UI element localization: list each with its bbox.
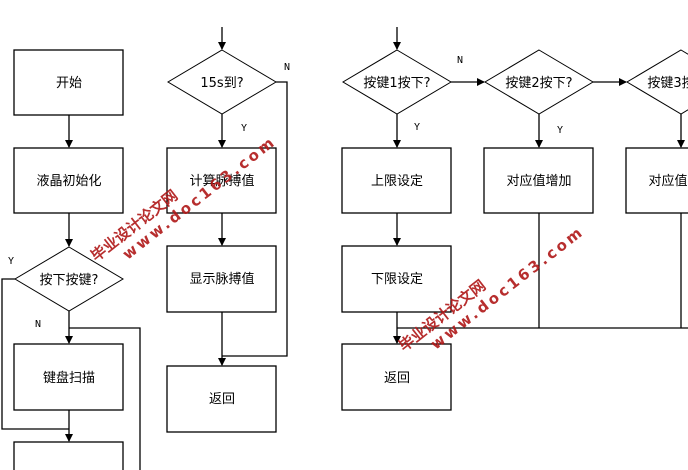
start-text: 开始 <box>56 76 82 91</box>
next-box-partial <box>13 441 124 470</box>
lcd-init-text: 液晶初始化 <box>36 174 101 189</box>
timer-return-box <box>166 365 277 433</box>
key1-yes-label: Y <box>414 122 420 133</box>
lcd-init-box <box>13 147 124 214</box>
show-pulse-box <box>166 245 277 313</box>
show-pulse-text: 显示脉搏值 <box>189 271 254 287</box>
key2-text: 按键2按下? <box>505 76 572 91</box>
main-no-label: N <box>35 319 41 330</box>
calc-pulse-text: 计算脉搏值 <box>189 173 254 189</box>
key1-text: 按键1按下? <box>363 76 430 91</box>
main-yes-label: Y <box>8 256 14 267</box>
keys-return-box <box>341 343 452 411</box>
timer-15s-text: 15s到? <box>200 76 243 91</box>
upper-limit-box <box>341 147 452 214</box>
timer-n-branch <box>222 81 288 357</box>
lower-limit-text: 下限设定 <box>371 272 423 287</box>
upper-limit-text: 上限设定 <box>371 174 423 189</box>
timer-return-text: 返回 <box>209 392 235 407</box>
timer-no-label: N <box>284 62 290 73</box>
lower-limit-box <box>341 245 452 313</box>
loop-back-line <box>69 327 141 470</box>
key2-yes-label: Y <box>557 125 563 136</box>
decrease-text: 对应值减少 <box>648 173 688 189</box>
keyboard-scan-box <box>13 343 124 411</box>
key1-no-label: N <box>457 55 463 66</box>
timer-yes-label: Y <box>241 123 247 134</box>
decrease-box <box>625 147 688 214</box>
increase-text: 对应值增加 <box>506 173 571 189</box>
keyboard-scan-text: 键盘扫描 <box>43 370 95 386</box>
y-branch-line <box>1 278 69 430</box>
key3-text: 按键3按下? <box>647 76 688 91</box>
key-pressed-text: 按下按键? <box>40 273 99 288</box>
start-box <box>13 49 124 116</box>
keys-return-text: 返回 <box>384 371 410 386</box>
